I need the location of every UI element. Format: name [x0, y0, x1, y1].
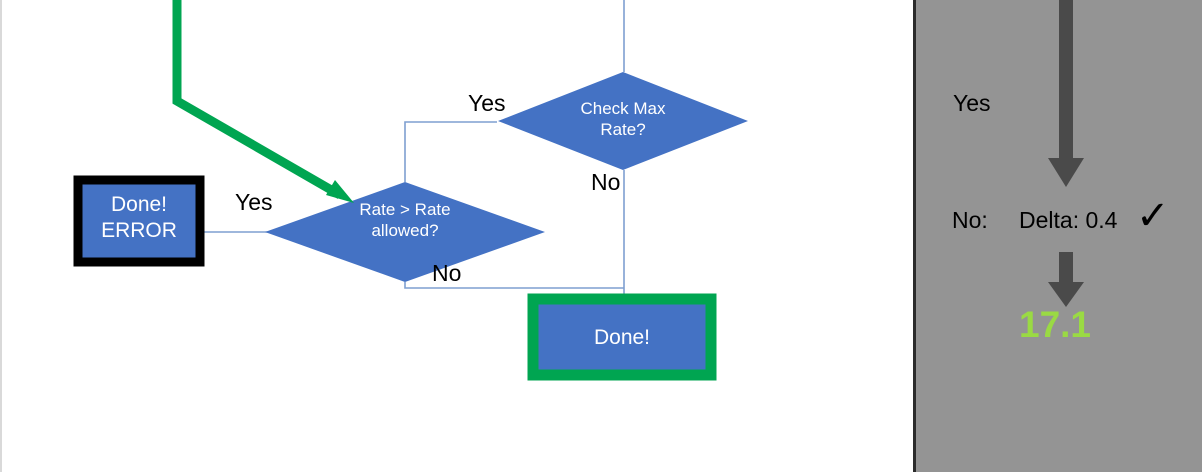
edge-label-no-check-max-rate: No [591, 169, 621, 195]
panel-no-label: No: [952, 207, 988, 233]
process-done[interactable] [527, 293, 717, 381]
arrow-down-short-icon [1048, 252, 1084, 307]
panel-delta-value: Delta: 0.4 [1019, 207, 1118, 233]
flowchart-vector-layer [73, 0, 748, 381]
arrow-down-long-icon [1048, 0, 1084, 187]
check-mark-icon: ✓ [1136, 194, 1170, 238]
flowchart-canvas: Done! ERROR Rate > Rate allowed? Check M… [0, 0, 748, 472]
edge-label-yes-check-max-rate: Yes [468, 90, 506, 116]
process-done-error[interactable] [73, 175, 205, 267]
decision-rate-gt-rate-allowed[interactable] [265, 182, 545, 282]
connector-check-max-rate-yes [404, 121, 497, 182]
decision-check-max-rate[interactable] [498, 72, 748, 170]
edge-label-no-rate-gt: No [432, 260, 462, 286]
panel-vector-layer [1048, 0, 1084, 307]
panel-result-value: 17.1 [1019, 304, 1092, 345]
panel-yes-label: Yes [953, 90, 991, 116]
green-highlight-arrow [172, 0, 354, 203]
status-panel: Yes No: Delta: 0.4 ✓ 17.1 [913, 0, 1202, 472]
edge-label-yes-done-error: Yes [235, 189, 273, 215]
connector-rate-gt-no [404, 282, 624, 289]
